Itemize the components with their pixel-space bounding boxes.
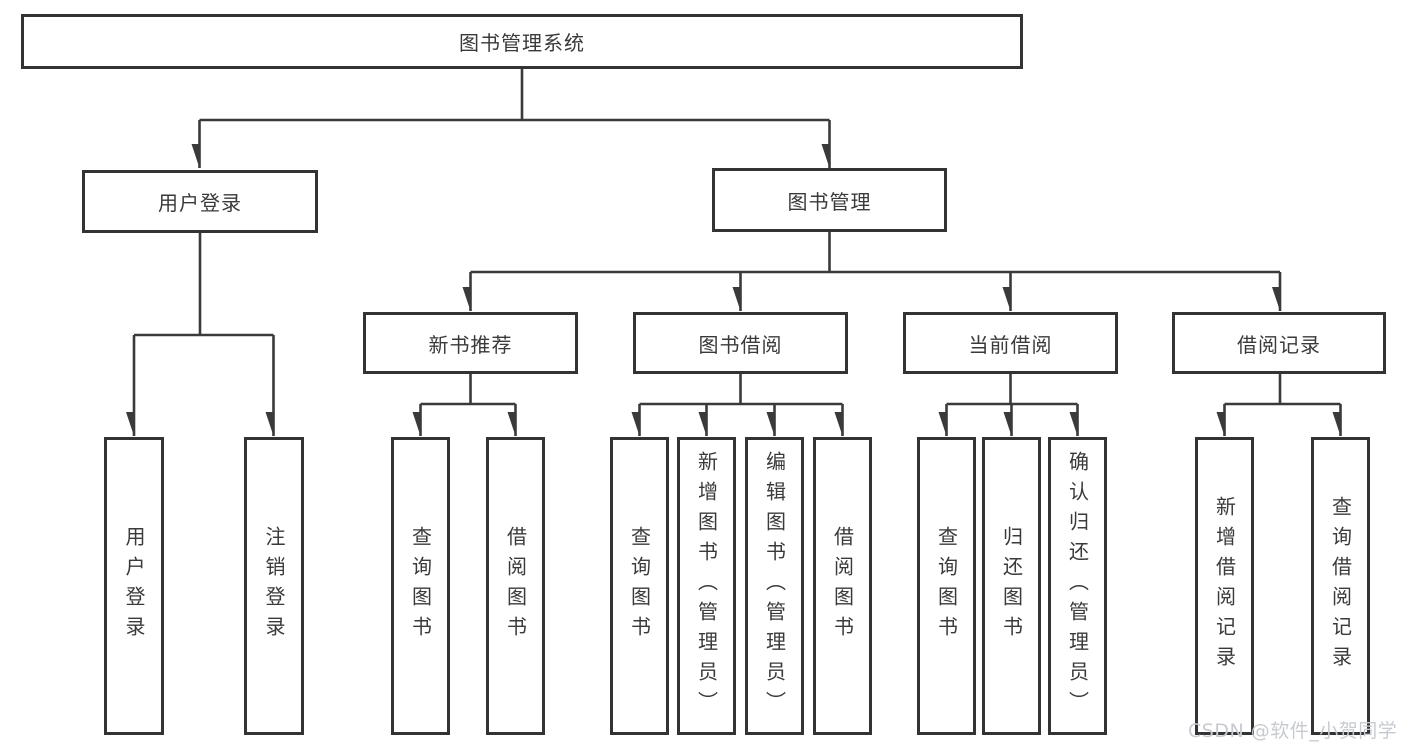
- connector-login-to-leaves: [134, 233, 274, 337]
- leaf-label: 查询图书: [627, 526, 652, 646]
- leaf-label: 确认归还（管理员）: [1065, 451, 1090, 721]
- leaf-borrow-books: 借阅图书: [813, 437, 872, 735]
- node-user-login-label: 用户登录: [158, 191, 242, 215]
- node-book-management-label: 图书管理: [787, 189, 872, 214]
- node-borrow-records-label: 借阅记录: [1237, 332, 1321, 357]
- leaf-label: 查询图书: [408, 526, 433, 646]
- node-new-book-recommend: 新书推荐: [363, 312, 578, 374]
- leaf-query-books-borrow: 查询图书: [610, 437, 669, 735]
- leaf-logout-label: 注销登录: [262, 526, 286, 646]
- node-root-label: 图书管理系统: [459, 31, 585, 55]
- leaf-borrow-books-recommend: 借阅图书: [486, 437, 545, 735]
- leaf-label: 借阅图书: [830, 526, 855, 646]
- leaf-query-books-current: 查询图书: [917, 437, 976, 735]
- node-borrow-records: 借阅记录: [1172, 312, 1386, 374]
- leaf-label: 借阅图书: [503, 526, 528, 646]
- leaf-query-borrow-record: 查询借阅记录: [1311, 437, 1370, 735]
- node-root-system: 图书管理系统: [21, 14, 1023, 69]
- leaf-query-books-recommend: 查询图书: [391, 437, 450, 735]
- leaf-confirm-return-admin: 确认归还（管理员）: [1048, 437, 1107, 735]
- leaf-user-login-label: 用户登录: [122, 526, 146, 646]
- node-book-borrow: 图书借阅: [633, 312, 848, 374]
- leaf-label: 新增图书（管理员）: [694, 451, 719, 721]
- connector-root-to-level2: [199, 69, 830, 122]
- node-current-borrow: 当前借阅: [903, 312, 1118, 374]
- node-book-borrow-label: 图书借阅: [698, 332, 783, 357]
- leaf-label: 编辑图书（管理员）: [762, 451, 787, 721]
- leaf-user-login: 用户登录: [104, 437, 164, 735]
- leaf-return-books: 归还图书: [982, 437, 1041, 735]
- connector-sections-to-leaves: [420, 374, 1341, 406]
- connector-management-to-sections: [470, 232, 1280, 274]
- node-current-borrow-label: 当前借阅: [968, 332, 1053, 357]
- node-user-login: 用户登录: [82, 170, 318, 233]
- leaf-add-books-admin: 新增图书（管理员）: [677, 437, 736, 735]
- node-new-book-recommend-label: 新书推荐: [428, 332, 513, 357]
- leaf-label: 新增借阅记录: [1212, 496, 1237, 676]
- leaf-label: 归还图书: [999, 526, 1024, 646]
- leaf-edit-books-admin: 编辑图书（管理员）: [745, 437, 804, 735]
- leaf-add-borrow-record: 新增借阅记录: [1195, 437, 1254, 735]
- leaf-label: 查询借阅记录: [1328, 496, 1353, 676]
- csdn-watermark: CSDN @软件_小贺同学: [1188, 720, 1398, 742]
- leaf-logout: 注销登录: [244, 437, 304, 735]
- node-book-management: 图书管理: [712, 168, 947, 232]
- leaf-label: 查询图书: [934, 526, 959, 646]
